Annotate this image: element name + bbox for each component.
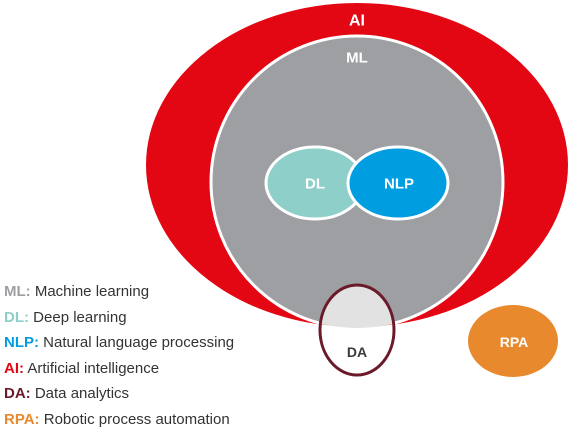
nlp-circle [346, 145, 450, 221]
legend-item-da: DA: Data analytics [4, 381, 234, 407]
legend-text: Robotic process automation [43, 410, 230, 428]
legend-item-rpa: RPA: Robotic process automation [4, 407, 234, 430]
legend-key: DA: [4, 385, 31, 402]
legend-item-dl: DL: Deep learning [4, 305, 234, 331]
legend-item-nlp: NLP: Natural language processing [4, 330, 234, 356]
da-ml-overlap [320, 285, 394, 328]
ml-label: ML [346, 50, 368, 67]
ai-label: AI [349, 13, 365, 30]
legend-key: AI: [4, 359, 24, 377]
legend-item-ml: ML: Machine learning [4, 279, 234, 305]
dl-label: DL [305, 176, 325, 193]
legend: ML: Machine learning DL: Deep learning N… [4, 279, 234, 430]
legend-key: ML: [4, 283, 31, 300]
legend-text: Deep learning [33, 308, 127, 326]
da-label: DA [347, 344, 367, 360]
legend-key: RPA: [4, 410, 40, 428]
legend-key: DL: [4, 308, 29, 326]
legend-text: Data analytics [34, 385, 130, 402]
legend-text: Natural language processing [43, 334, 235, 351]
nlp-label: NLP [384, 176, 414, 193]
legend-text: Artificial intelligence [27, 359, 160, 377]
rpa-circle [468, 305, 558, 377]
rpa-label: RPA [500, 334, 529, 350]
legend-item-ai: AI: Artificial intelligence [4, 356, 234, 382]
legend-text: Machine learning [34, 283, 150, 300]
da-circle [318, 283, 396, 377]
legend-key: NLP: [4, 334, 39, 351]
